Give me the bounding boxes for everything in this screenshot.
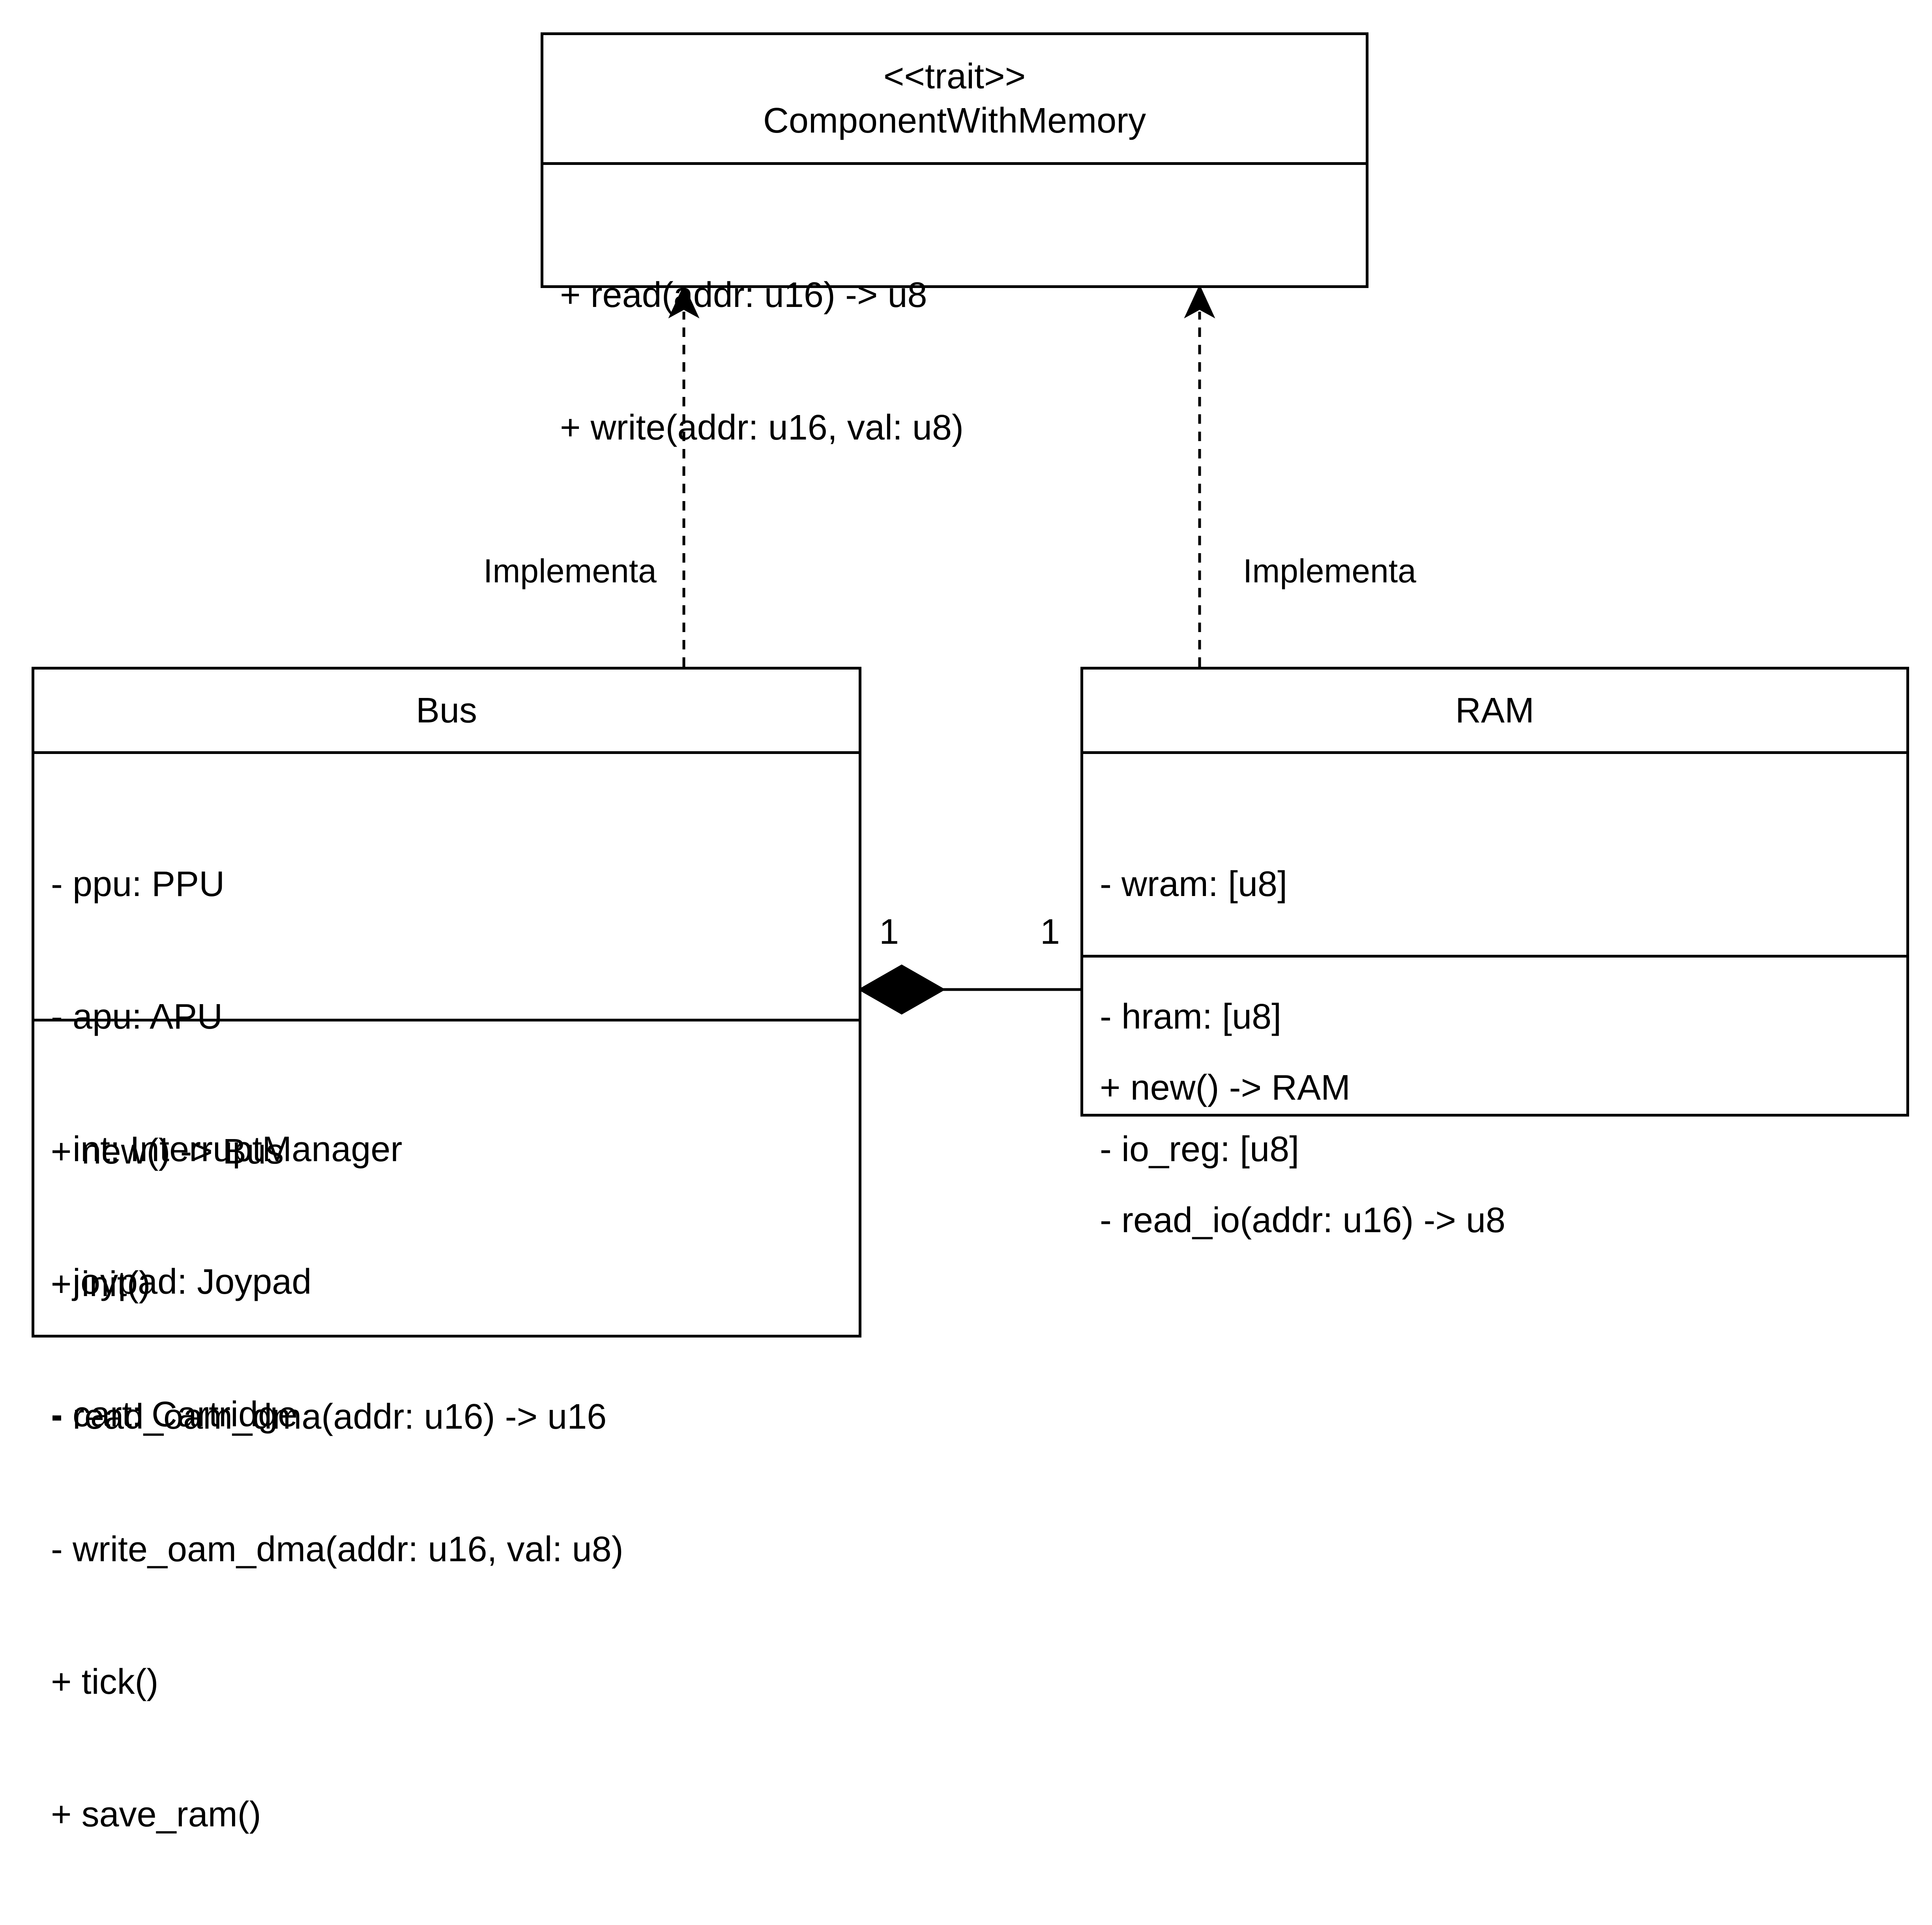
ram-name: RAM (1455, 690, 1534, 730)
bus-header: Bus (34, 670, 859, 751)
ram-field: - io_reg: [u8] (1100, 1130, 1299, 1169)
bus-method: + new() -> Bus (51, 1132, 284, 1171)
bus-method: - write_oam_dma(addr: u16, val: u8) (51, 1530, 623, 1569)
trait-method: + read(addr: u16) -> u8 (560, 275, 927, 315)
ram-method: - read_io(addr: u16) -> u8 (1100, 1201, 1506, 1240)
bus-method: + init() (51, 1265, 151, 1304)
bus-methods: + new() -> Bus + init() - read_oam_dma(a… (34, 1019, 859, 1834)
trait-class-box[interactable]: <<trait>> ComponentWithMemory + read(add… (541, 32, 1368, 447)
composition-diamond (857, 964, 946, 1015)
bus-fields: - ppu: PPU - apu: APU - int: InterruptMa… (34, 751, 859, 1434)
bus-method: - read_oam_dma(addr: u16) -> u16 (51, 1397, 607, 1437)
bus-field: - int: InterruptManager (51, 1130, 402, 1169)
bus-class-box[interactable]: Bus - ppu: PPU - apu: APU - int: Interru… (32, 667, 861, 1834)
ram-field: - hram: [u8] (1100, 997, 1282, 1036)
ram-field: - wram: [u8] (1100, 864, 1288, 904)
ram-multiplicity: 1 (1040, 912, 1060, 952)
ram-methods: + new() -> RAM - read_io(addr: u16) -> u… (1083, 955, 1906, 1240)
connector-layer (668, 284, 1215, 1015)
trait-method: + write(addr: u16, val: u8) (560, 408, 964, 447)
bus-field: - apu: APU (51, 997, 223, 1036)
ram-header: RAM (1083, 670, 1906, 751)
ram-fields: - wram: [u8] - hram: [u8] - io_reg: [u8] (1083, 751, 1906, 1169)
bus-method: + save_ram() (51, 1795, 261, 1834)
ram-class-box[interactable]: RAM - wram: [u8] - hram: [u8] - io_reg: … (1080, 667, 1909, 1240)
bus-multiplicity: 1 (879, 912, 899, 952)
bus-method: + tick() (51, 1662, 159, 1702)
trait-stereotype: <<trait>> (883, 57, 1026, 96)
ram-realization-arrowhead (1184, 284, 1215, 318)
bus-name: Bus (416, 690, 477, 730)
bus-realization-arrowhead (668, 284, 700, 318)
trait-methods: + read(addr: u16) -> u8 + write(addr: u1… (543, 162, 1366, 447)
bus-implements-label: Implementa (483, 552, 657, 589)
trait-name: ComponentWithMemory (763, 101, 1146, 140)
bus-field: - joypad: Joypad (51, 1262, 312, 1302)
ram-implements-label: Implementa (1243, 552, 1416, 589)
trait-header: <<trait>> ComponentWithMemory (543, 35, 1366, 162)
bus-field: - ppu: PPU (51, 864, 225, 904)
ram-method: + new() -> RAM (1100, 1068, 1351, 1107)
